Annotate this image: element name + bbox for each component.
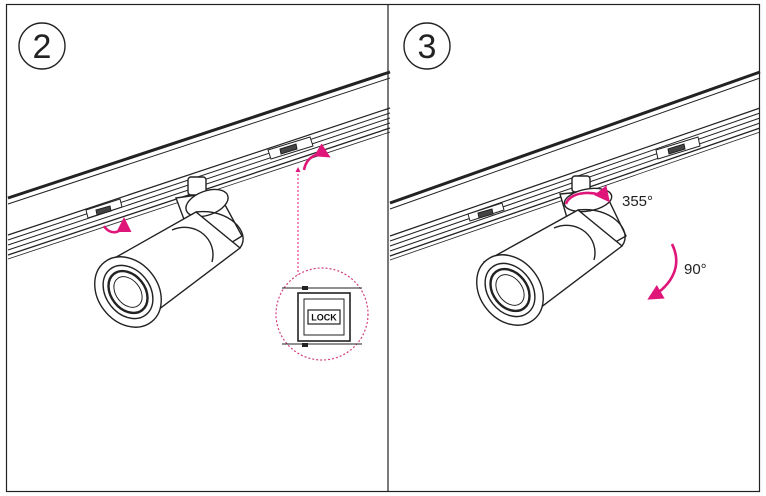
rotate-arrow-left-icon <box>102 217 132 234</box>
lock-slot-left <box>85 198 123 219</box>
step-2-number: 2 <box>33 28 52 66</box>
tilt-90-arrow-icon <box>647 243 678 300</box>
lock-label-box <box>307 309 341 325</box>
lock-slot-right <box>267 136 314 160</box>
diagram-frame <box>5 3 761 493</box>
lock-label: LOCK <box>311 313 337 323</box>
rotate-355-arrow-icon <box>564 185 610 205</box>
step-3-circle <box>403 22 451 70</box>
rotate-arrow-right-icon <box>302 143 331 171</box>
rotation-horizontal-label: 355° <box>622 193 653 210</box>
spotlight-fixture <box>94 176 244 328</box>
panel-step-2: 2 <box>7 22 391 361</box>
lock-slot-right-2 <box>655 136 701 160</box>
step-2-circle <box>18 22 66 70</box>
lock-zoom-detail: LOCK <box>275 267 369 361</box>
step-3-number: 3 <box>418 28 437 66</box>
rotation-vertical-label: 90° <box>684 261 707 278</box>
spotlight-fixture-2 <box>476 175 627 326</box>
panel-step-3: 3 <box>389 22 761 326</box>
lock-slot-left-2 <box>467 202 505 222</box>
